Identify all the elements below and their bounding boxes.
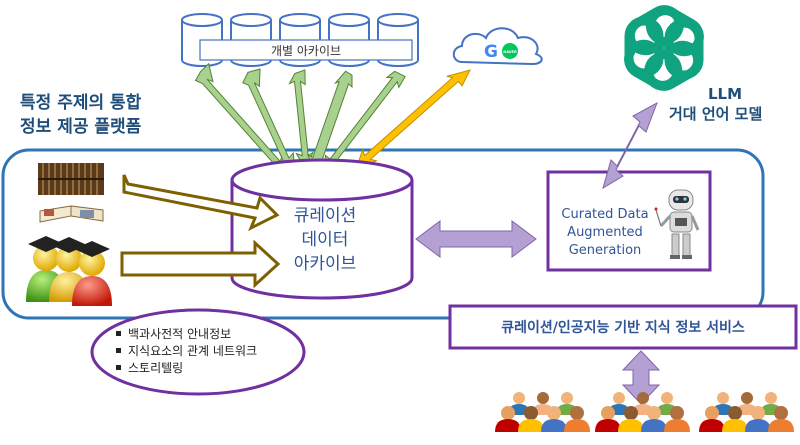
cloud-arrow [353,69,471,177]
feature-bullet [116,331,121,336]
cloud-icon: G NAVER [452,27,543,66]
cag-line3: Generation [569,243,642,258]
archive-arrows [194,62,406,175]
openai-logo-icon [624,5,704,91]
service-box [448,304,798,350]
archive-cag-arrow [415,220,537,258]
platform-border [1,148,765,320]
user-group [699,392,794,432]
feature-item: 지식요소의 관계 네트워크 [128,344,257,358]
feature-item: 백과사전적 안내정보 [128,327,231,341]
feature-bullet [116,365,121,370]
curation-archive-line3: 아카이브 [294,254,357,274]
platform-title-line1: 특정 주제의 통합 [20,92,142,113]
archives-label-box [199,39,413,61]
curation-archive-line1: 큐레이션 [294,206,357,226]
features-bubble [90,308,306,396]
input-arrow-bottom [120,239,281,289]
cag-llm-arrow [602,101,658,190]
llm-subtitle: 거대 언어 모델 [669,105,762,123]
service-label: 큐레이션/인공지능 기반 지식 정보 서비스 [501,319,745,336]
service-users-arrow [621,350,661,405]
llm-label: LLM [708,85,742,103]
archive-arrow [306,70,353,173]
curation-archive-line2: 데이터 [302,230,349,250]
google-logo: G [484,42,498,62]
user-group [495,392,590,432]
naver-badge-text: NAVER [503,50,517,54]
cag-line2: Augmented [567,225,643,240]
platform-title-line2: 정보 제공 플랫폼 [20,117,142,137]
feature-bullet [116,348,121,353]
curation-archive-cylinder [230,158,414,300]
books-icon [38,163,104,195]
graduates-icon [26,236,112,306]
input-arrow-top [122,174,280,232]
naver-badge [502,43,518,59]
robot-icon [654,189,700,259]
user-group-icon [495,392,794,432]
cag-line1: Curated Data [561,207,648,222]
feature-item: 스토리텔링 [128,361,183,375]
open-book-icon [39,205,104,223]
user-group [595,392,690,432]
archives-label: 개별 아카이브 [271,44,341,58]
